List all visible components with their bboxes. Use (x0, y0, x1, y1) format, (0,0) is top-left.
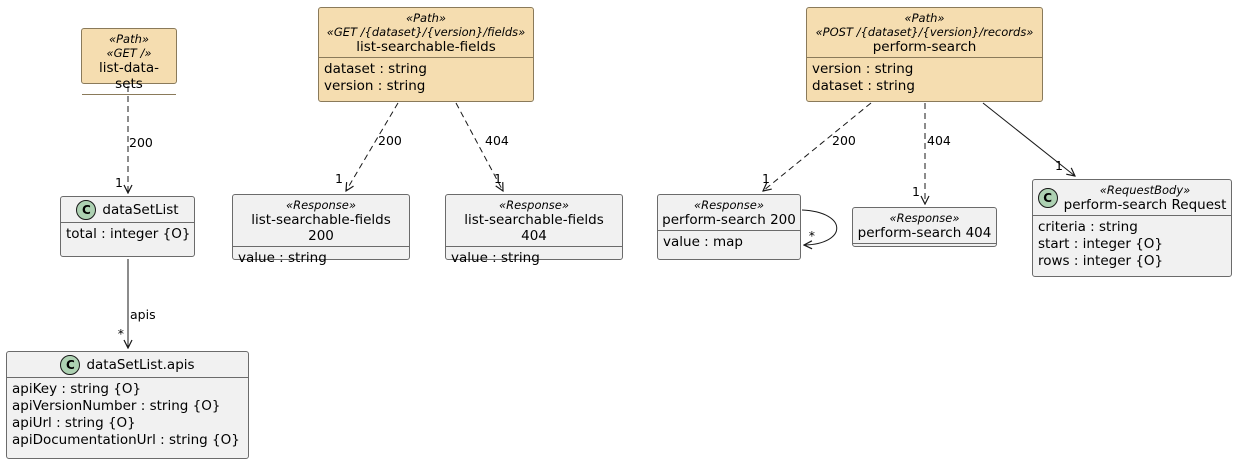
edge-label: apis (130, 307, 156, 322)
class-c-icon: C (1037, 188, 1058, 208)
stereotype-label: «Response» (889, 211, 960, 225)
node-header: C «RequestBody»perform-search Request (1033, 180, 1231, 215)
attribute-compartment: value : string (446, 246, 622, 269)
edge-label: 404 (485, 133, 509, 148)
attribute-row: dataset : string (812, 78, 915, 94)
response-list-searchable-fields-404[interactable]: «Response»list-searchable-fields 404 valu… (445, 194, 623, 266)
attribute-compartment: total : integer {O} (61, 222, 194, 245)
edge-label: 200 (129, 135, 153, 150)
node-title: dataSetList.apis (86, 357, 195, 373)
attribute-row: apiVersionNumber : string {O} (12, 398, 221, 414)
edge-multiplicity: 1 (1055, 158, 1063, 173)
path-list-searchable-fields[interactable]: «Path»«GET /{dataset}/{version}/fields»l… (318, 7, 534, 102)
response-list-searchable-fields-200[interactable]: «Response»list-searchable-fields 200 valu… (232, 194, 410, 266)
edge-label: 200 (832, 133, 856, 148)
stereotype-label: «GET /» (106, 46, 152, 60)
attribute-row: apiUrl : string {O} (12, 415, 136, 431)
edge-multiplicity: * (118, 326, 124, 341)
edge-line (455, 102, 503, 191)
attribute-compartment: value : map (658, 230, 800, 253)
edge-multiplicity: 1 (115, 175, 123, 190)
stereotype-label: «Response» (694, 198, 764, 212)
node-title: perform-search 200 (662, 212, 796, 228)
stereotype-label: «POST /{dataset}/{version}/records» (815, 25, 1034, 39)
node-title: perform-search Request (1063, 197, 1227, 213)
node-header: «Response»perform-search 200 (658, 195, 800, 230)
edge-multiplicity: 1 (494, 171, 502, 186)
stereotype-label: «Response» (286, 198, 356, 212)
edge-multiplicity: 1 (762, 171, 770, 186)
node-header-text: dataSetList.apis (86, 357, 194, 373)
attribute-row: start : integer {O} (1038, 236, 1164, 252)
attribute-compartment: value : string (233, 246, 409, 269)
attribute-row: total : integer {O} (66, 226, 191, 242)
node-title: list-searchable-fields 404 (464, 212, 604, 244)
edge-label: 200 (378, 133, 402, 148)
stereotype-label: «GET /{dataset}/{version}/fields» (326, 25, 526, 39)
node-header: «Path»«POST /{dataset}/{version}/records… (807, 8, 1042, 57)
path-perform-search[interactable]: «Path»«POST /{dataset}/{version}/records… (806, 7, 1043, 102)
attribute-row: version : string (324, 78, 426, 94)
attribute-row: apiDocumentationUrl : string {O} (12, 432, 240, 448)
node-title: perform-search (872, 39, 977, 55)
attribute-row: value : string (238, 250, 327, 266)
node-header: «Response»perform-search 404 (853, 208, 996, 243)
node-header: «Path»«GET /{dataset}/{version}/fields»l… (319, 8, 533, 57)
path-list-data-sets[interactable]: «Path»«GET /»list-data-sets (81, 28, 177, 95)
attribute-row: apiKey : string {O} (12, 381, 142, 397)
node-header: «Response»list-searchable-fields 404 (446, 195, 622, 246)
edge-line (346, 102, 399, 191)
edge-line (801, 209, 838, 245)
attribute-compartment (82, 94, 176, 100)
stereotype-label: «Path» (904, 11, 945, 25)
node-header: «Path»«GET /»list-data-sets (82, 29, 176, 94)
node-title: perform-search 404 (857, 225, 992, 241)
attribute-compartment (853, 243, 996, 249)
edge-label: 404 (927, 133, 951, 148)
stereotype-label: «RequestBody» (1099, 183, 1191, 197)
response-perform-search-404[interactable]: «Response»perform-search 404 (852, 207, 997, 247)
node-header: «Response»list-searchable-fields 200 (233, 195, 409, 246)
attribute-compartment: apiKey : string {O}apiVersionNumber : st… (7, 377, 248, 451)
node-title: list-searchable-fields 200 (251, 212, 391, 244)
node-title: list-data-sets (99, 60, 159, 92)
node-header-text: dataSetList (102, 202, 178, 218)
attribute-row: value : map (663, 234, 743, 250)
attribute-row: criteria : string (1038, 219, 1138, 235)
stereotype-label: «Path» (109, 32, 149, 46)
stereotype-label: «Response» (499, 198, 569, 212)
attribute-row: version : string (812, 61, 914, 77)
edge-line (982, 102, 1075, 176)
edge-multiplicity: * (809, 228, 815, 243)
class-c-icon: C (60, 355, 81, 375)
node-header-text: «RequestBody»perform-search Request (1064, 183, 1227, 213)
class-c-icon: C (76, 200, 97, 220)
edge-line (763, 102, 872, 191)
node-title: list-searchable-fields (356, 39, 496, 55)
node-title: dataSetList (102, 202, 179, 218)
attribute-row: dataset : string (324, 61, 427, 77)
attribute-row: rows : integer {O} (1038, 253, 1164, 269)
attribute-row: value : string (451, 250, 540, 266)
stereotype-label: «Path» (406, 11, 446, 25)
edge-multiplicity: 1 (335, 171, 343, 186)
edge-multiplicity: 1 (912, 184, 920, 199)
response-perform-search-200[interactable]: «Response»perform-search 200 value : map (657, 194, 801, 260)
